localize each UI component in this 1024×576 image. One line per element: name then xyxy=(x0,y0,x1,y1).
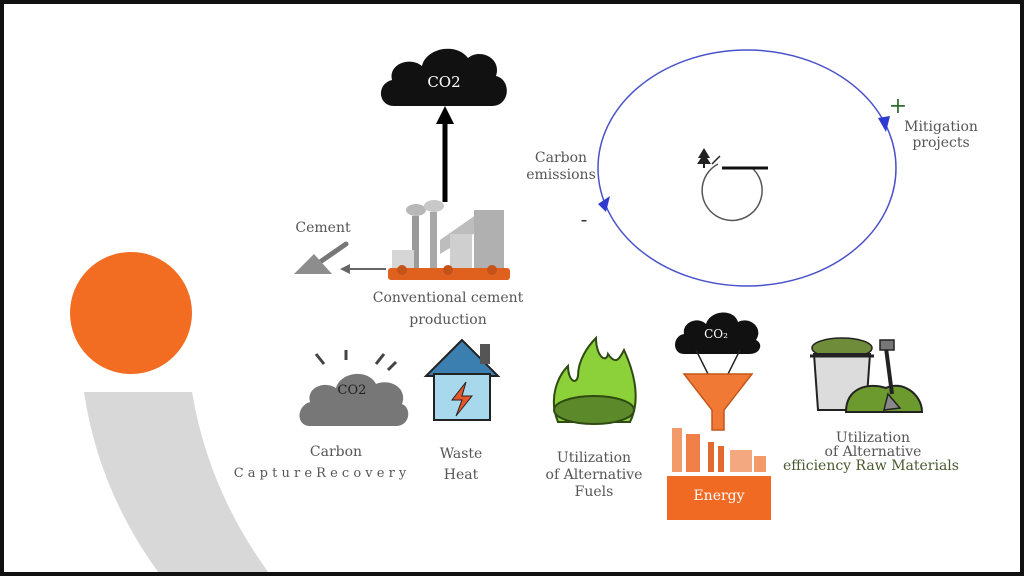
trowel-icon xyxy=(294,241,349,274)
minus-sign: - xyxy=(580,207,588,231)
emission-cycle-ellipse xyxy=(597,49,897,287)
waste-heat-label-line1: Waste xyxy=(439,446,483,462)
carbon-emissions-label-line1: Carbon xyxy=(534,150,588,166)
green-flame-icon xyxy=(552,335,637,425)
waste-heat-label-line2: Heat xyxy=(443,467,479,483)
raw-materials-label-line3: efficiency Raw Materials xyxy=(783,458,959,474)
funnel-icon xyxy=(682,349,754,431)
carbon-capture-label-line1: Carbon xyxy=(309,444,363,460)
gray-cloud-icon xyxy=(299,350,409,426)
tree-icon xyxy=(697,148,711,168)
energy-cloud-label: CO₂ xyxy=(704,327,728,341)
mitigation-label-line1: Mitigation xyxy=(904,119,978,135)
carbon-capture-cloud-label: CO2 xyxy=(337,383,367,398)
raw-materials-label-line1: Utilization xyxy=(835,430,911,446)
orange-dot-icon xyxy=(70,252,192,374)
production-label-line2: production xyxy=(409,312,487,328)
plus-sign: + xyxy=(888,94,908,119)
energy-label: Energy xyxy=(693,488,745,504)
top-cloud-label: CO2 xyxy=(427,73,461,91)
raw-materials-bucket-icon xyxy=(810,337,924,413)
energy-cloud-icon xyxy=(675,312,761,354)
energy-banner xyxy=(667,476,771,520)
carbon-capture-label-line2: C a p t u r e R e c o v e r y xyxy=(233,466,407,481)
mitigation-label-line2: projects xyxy=(912,135,970,151)
arrow-left-icon xyxy=(340,264,386,274)
arrow-up-icon xyxy=(436,106,454,202)
alt-fuels-label-line3: Fuels xyxy=(574,484,614,500)
cement-label: Cement xyxy=(295,220,351,236)
alt-fuels-label-line1: Utilization xyxy=(556,450,632,466)
house-lightning-icon xyxy=(423,338,501,421)
factory-icon xyxy=(388,200,510,280)
energy-factory-icon xyxy=(672,428,766,472)
production-label-line1: Conventional cement xyxy=(372,290,524,306)
alt-fuels-label-line2: of Alternative xyxy=(545,467,643,483)
balance-symbol-icon xyxy=(701,163,768,222)
carbon-emissions-label-line2: emissions xyxy=(526,167,596,183)
cloud-icon xyxy=(380,48,507,106)
raw-materials-label-line2: of Alternative xyxy=(824,444,922,460)
gray-arc-decoration xyxy=(84,392,269,572)
